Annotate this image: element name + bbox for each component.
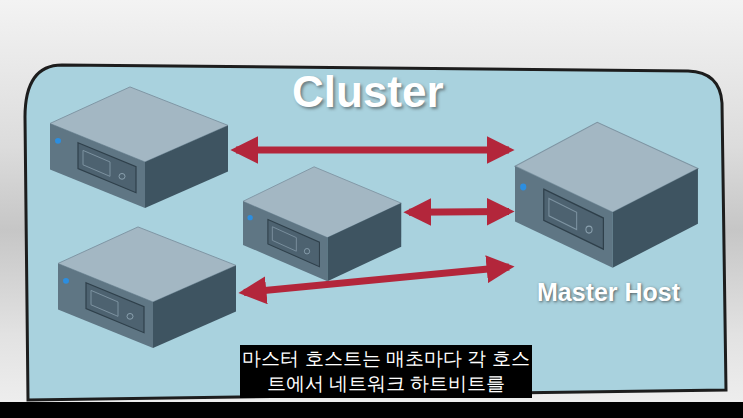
server-front <box>243 201 327 281</box>
server-host <box>58 225 238 350</box>
status-led <box>55 138 61 144</box>
drive-knob <box>119 173 125 179</box>
server-side <box>327 203 401 281</box>
drive-bay <box>86 283 144 333</box>
bottom-bar <box>0 402 743 418</box>
subtitle-caption: 마스터 호스트는 매초마다 각 호스트에서 네트워크 하트비트를 <box>240 345 532 398</box>
server-front <box>515 166 613 268</box>
server-illustration <box>243 165 403 283</box>
drive-knob <box>586 226 592 233</box>
status-led <box>520 183 526 190</box>
drive-slot <box>549 198 577 229</box>
drive-slot <box>83 150 110 176</box>
server-front <box>58 263 153 348</box>
drive-slot <box>91 290 118 316</box>
drive-slot <box>272 227 296 252</box>
cluster-shape <box>25 65 726 400</box>
drive-bay <box>78 143 136 193</box>
server-illustration <box>58 225 238 350</box>
server-side <box>613 168 698 267</box>
server-front <box>50 123 145 208</box>
status-led <box>63 278 69 284</box>
cluster-title: Cluster <box>292 67 444 117</box>
drive-bay <box>268 219 320 266</box>
drive-knob <box>304 249 309 254</box>
server-side <box>145 125 228 208</box>
host-label: Master Host <box>537 278 680 307</box>
drive-knob <box>127 313 133 319</box>
server-illustration <box>50 85 230 210</box>
server-host: Master Host <box>515 120 700 270</box>
server-host <box>243 165 403 283</box>
server-illustration <box>515 120 700 270</box>
server-side <box>153 265 236 348</box>
status-led <box>247 215 252 220</box>
drive-bay <box>544 189 604 249</box>
server-host <box>50 85 230 210</box>
